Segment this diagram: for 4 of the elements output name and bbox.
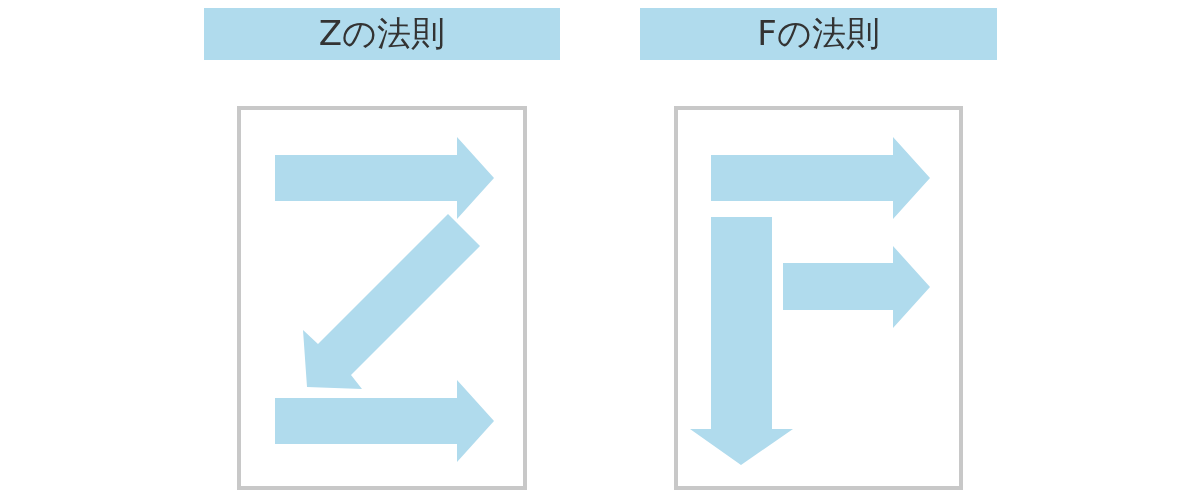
title-band — [204, 8, 560, 60]
title-text: Fの法則 — [757, 12, 880, 55]
title-band — [640, 8, 997, 60]
title-text: Zの法則 — [318, 12, 446, 55]
